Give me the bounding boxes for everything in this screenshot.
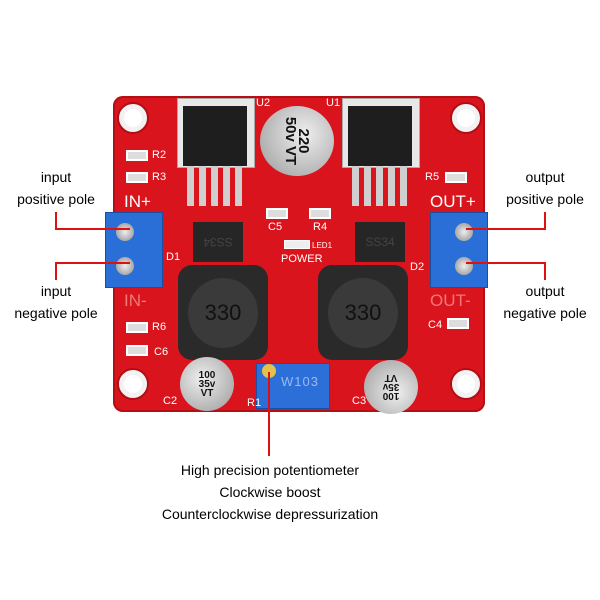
mounting-hole (119, 370, 147, 398)
d2-label: D2 (410, 261, 425, 273)
pot-adjust-screw-icon[interactable] (262, 364, 276, 378)
inductor-left: 330 (178, 265, 268, 360)
c5-label: C5 (268, 221, 283, 233)
annotation-line (55, 262, 57, 280)
out-plus-label: OUT+ (430, 192, 476, 211)
r5-label: R5 (425, 171, 440, 183)
out-minus-label: OUT- (430, 291, 471, 310)
in-plus-label: IN+ (124, 192, 151, 211)
mounting-hole (452, 370, 480, 398)
power-label: POWER (281, 253, 323, 265)
annotation-line (268, 372, 270, 456)
mounting-hole (119, 104, 147, 132)
diode-d1: SS34 (193, 222, 243, 262)
r2-label: R2 (152, 149, 167, 161)
u2-label: U2 (256, 97, 271, 109)
capacitor-c2: 100 35v VT (180, 357, 234, 411)
annotation-line (55, 262, 130, 264)
annotation-line (466, 228, 546, 230)
annotation-line (544, 212, 546, 230)
diode-d2: SS34 (355, 222, 405, 262)
regulator-u1 (342, 98, 420, 216)
in-minus-label: IN- (124, 291, 147, 310)
output-terminal[interactable] (430, 212, 488, 288)
c6-label: C6 (154, 346, 169, 358)
c4-label: C4 (428, 319, 443, 331)
r3-label: R3 (152, 171, 167, 183)
capacitor-c3: 100 35v VT (364, 360, 418, 414)
regulator-u2 (177, 98, 255, 216)
r1-label: R1 (247, 397, 262, 409)
mounting-hole (452, 104, 480, 132)
led-label: LED1 (312, 241, 333, 250)
annotation-line (55, 228, 130, 230)
u1-label: U1 (326, 97, 341, 109)
annotation-line (55, 212, 57, 230)
main-capacitor: 220 50v VT (260, 106, 334, 176)
r6-label: R6 (152, 321, 167, 333)
d1-label: D1 (166, 251, 181, 263)
r4-label: R4 (313, 221, 328, 233)
c2-label: C2 (163, 395, 178, 407)
annotation-line (544, 262, 546, 280)
inductor-right: 330 (318, 265, 408, 360)
power-led (284, 240, 310, 249)
c3-label: C3 (352, 395, 367, 407)
input-terminal[interactable] (105, 212, 163, 288)
annotation-line (466, 262, 546, 264)
